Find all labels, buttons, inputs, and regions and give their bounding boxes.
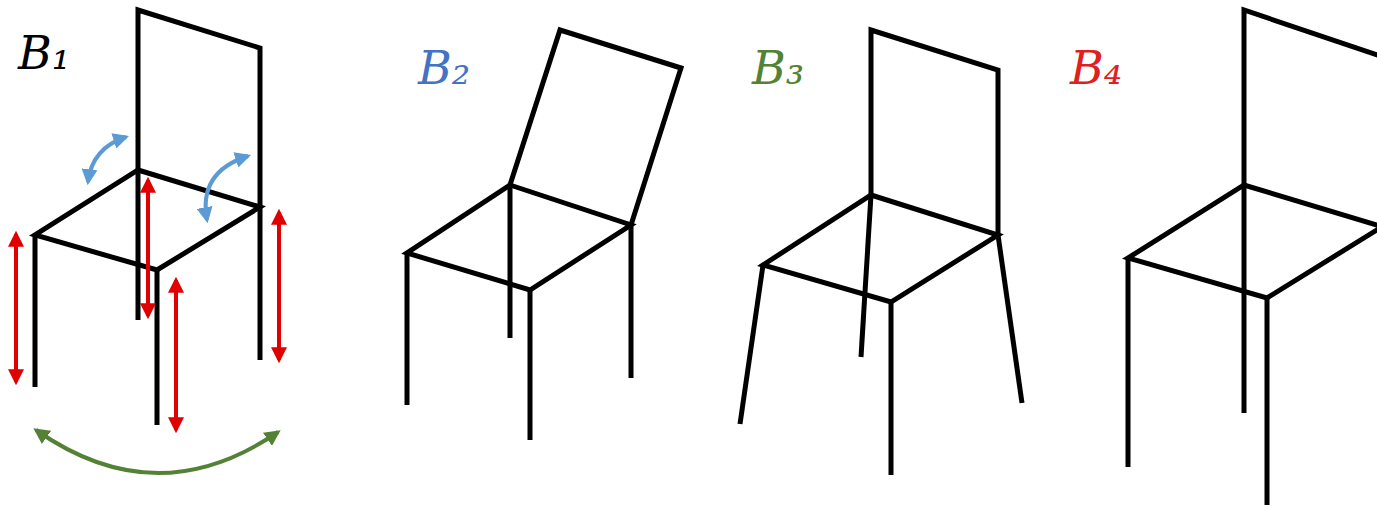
chair-b4 bbox=[1128, 10, 1377, 505]
leg-splay-arrow bbox=[36, 430, 278, 473]
leg-length-arrows bbox=[16, 180, 279, 430]
chair-b3 bbox=[740, 30, 1022, 475]
chair-b2 bbox=[407, 30, 681, 440]
variant-label: B₂ bbox=[418, 45, 470, 91]
backrest-angle-arrows bbox=[88, 137, 248, 220]
variant-label: B₄ bbox=[1070, 45, 1122, 91]
variant-label: B₃ bbox=[752, 45, 804, 91]
variant-label: B₁ bbox=[18, 30, 70, 76]
